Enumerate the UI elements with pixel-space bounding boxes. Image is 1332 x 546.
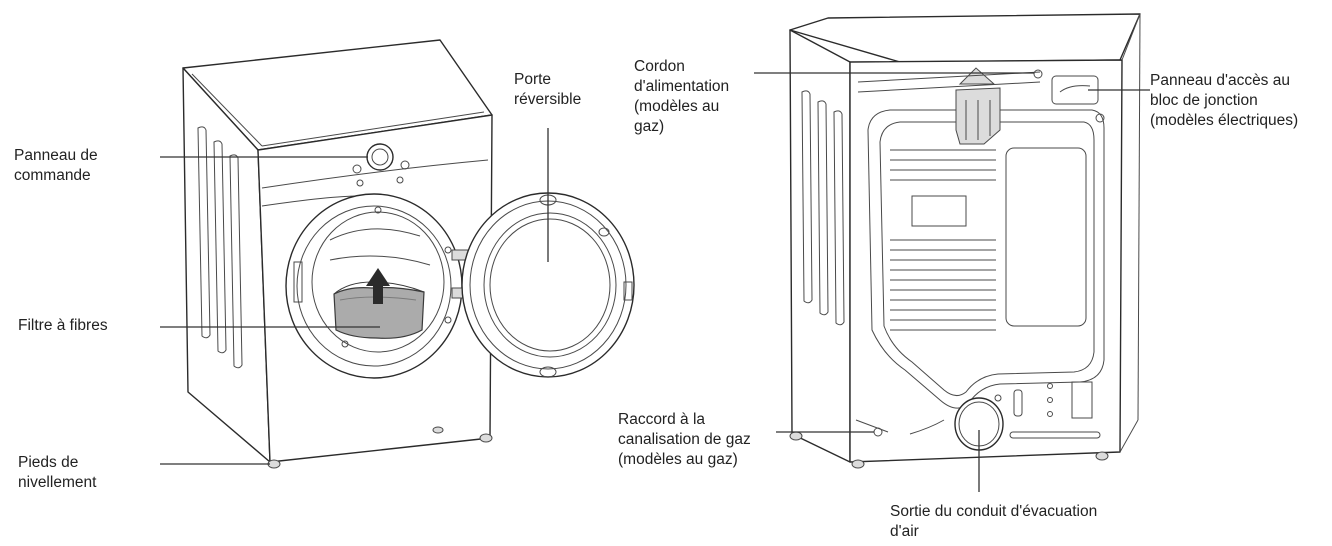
label-gas-connection-line-2: canalisation de gaz — [618, 431, 751, 448]
rear-dryer-top — [789, 13, 1141, 63]
label-gas-connection-line-1: Raccord à la — [618, 411, 706, 428]
power-cord-bracket — [955, 67, 1001, 145]
front-dryer-side-grooves — [197, 126, 243, 369]
label-leveling-feet: Pieds de nivellement — [18, 453, 96, 493]
label-exhaust-outlet-line-1: Sortie du conduit d'évacuation — [890, 503, 1098, 520]
label-gas-connection: Raccord à la canalisation de gaz (modèle… — [618, 410, 751, 470]
label-power-cord-line-4: gaz) — [634, 118, 665, 135]
label-power-cord: Cordon d'alimentation (modèles au gaz) — [634, 57, 729, 137]
control-knob — [352, 143, 410, 187]
rear-vent-slats — [890, 149, 996, 331]
label-lint-filter: Filtre à fibres — [18, 316, 108, 336]
filter-up-arrow — [366, 268, 390, 304]
rear-dryer-left-side — [789, 29, 851, 463]
label-power-cord-line-3: (modèles au — [634, 98, 720, 115]
front-dryer — [182, 39, 635, 469]
label-terminal-block-line-1: Panneau d'accès au — [1150, 72, 1290, 89]
label-lint-filter-line-1: Filtre à fibres — [18, 317, 108, 334]
label-exhaust-outlet-line-2: d'air — [890, 523, 919, 540]
label-gas-connection-line-3: (modèles au gaz) — [618, 451, 738, 468]
label-leveling-feet-line-1: Pieds de — [18, 454, 79, 471]
rear-dryer — [789, 13, 1141, 469]
label-reversible-door-line-1: Porte — [514, 71, 552, 88]
rear-panel-contour — [867, 109, 1105, 409]
label-terminal-block-line-2: bloc de jonction — [1150, 92, 1258, 109]
rear-panel-recess — [1005, 147, 1087, 327]
label-control-panel: Panneau de commande — [14, 146, 98, 186]
power-cord-entry — [1033, 69, 1043, 79]
label-control-panel-line-1: Panneau de — [14, 147, 98, 164]
rear-dryer-side-grooves — [801, 90, 845, 326]
leader-lines — [160, 72, 1150, 492]
label-terminal-block-panel: Panneau d'accès au bloc de jonction (mod… — [1150, 71, 1298, 131]
label-power-cord-line-1: Cordon — [634, 58, 685, 75]
rear-leveling-feet — [789, 431, 1109, 469]
leveling-feet — [267, 426, 493, 469]
label-reversible-door-line-2: réversible — [514, 91, 582, 108]
rating-label — [911, 195, 967, 227]
label-leveling-feet-line-2: nivellement — [18, 474, 97, 491]
label-control-panel-line-2: commande — [14, 167, 91, 184]
label-reversible-door: Porte réversible — [514, 70, 581, 110]
label-terminal-block-line-3: (modèles électriques) — [1150, 112, 1299, 129]
label-power-cord-line-2: d'alimentation — [634, 78, 730, 95]
label-exhaust-outlet: Sortie du conduit d'évacuation d'air — [890, 502, 1097, 542]
